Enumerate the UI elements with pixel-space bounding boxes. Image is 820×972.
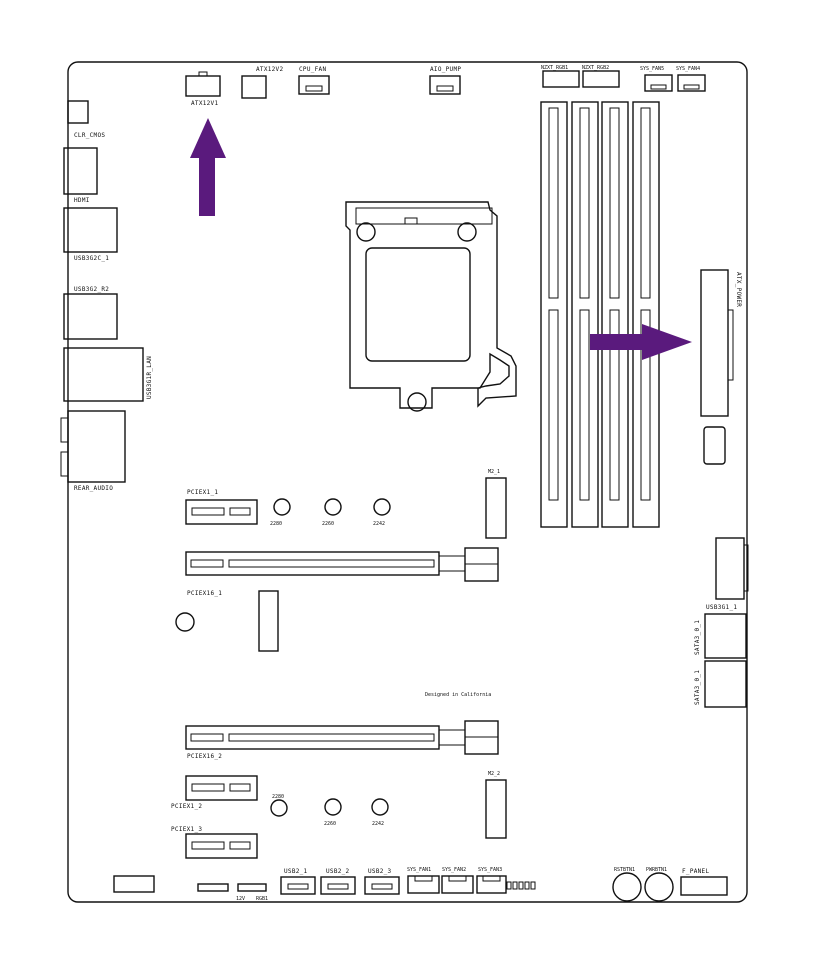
cpu-fan-header xyxy=(298,75,330,95)
pciex1-3-slot xyxy=(185,833,258,859)
rgb-12v-header xyxy=(197,883,229,892)
sys-fan3-header xyxy=(476,875,507,894)
m2-2260-b-label: 2260 xyxy=(324,821,336,827)
rgb-12v-label: 12V xyxy=(236,896,245,902)
rear-audio-jack xyxy=(60,410,126,483)
rstbtn1-label: RSTBTN1 xyxy=(614,867,635,873)
clr-cmos-button xyxy=(67,100,89,124)
m2-standoff-2280-a xyxy=(273,498,291,516)
nzxt-rgb1-label: NZXT_RGB1 xyxy=(541,65,568,71)
rgb1-header xyxy=(237,883,267,892)
usb3g1-1-header xyxy=(715,537,749,600)
power-button xyxy=(644,872,674,902)
m2-2260-a-label: 2260 xyxy=(322,521,334,527)
hdmi-label: HDMI xyxy=(74,197,90,204)
aio-pump-label: AIO_PUMP xyxy=(430,66,461,73)
m2-1-label: M2_1 xyxy=(488,469,500,475)
pciex1-2-label: PCIEX1_2 xyxy=(171,803,202,810)
up-arrow-icon xyxy=(190,118,226,216)
rear-audio-label: REAR_AUDIO xyxy=(74,485,113,492)
pciex16-1-slot xyxy=(185,547,499,582)
f-panel-header xyxy=(680,876,728,896)
pin-row xyxy=(506,881,536,890)
m2-standoff-2260-a xyxy=(324,498,342,516)
m2-2242-a-label: 2242 xyxy=(373,521,385,527)
usb2-2-header xyxy=(320,876,356,895)
m2-standoff-2280-b xyxy=(270,799,288,817)
usb2-2-label: USB2_2 xyxy=(326,868,350,875)
board-outline xyxy=(67,61,748,903)
designed-text: Designed in California xyxy=(425,692,491,698)
m2-2280-b-label: 2280 xyxy=(272,794,284,800)
usb3g2c-1-label: USB3G2C_1 xyxy=(74,255,109,262)
atx-power-connector xyxy=(700,269,734,417)
usb3g1-1-label: USB3G1_1 xyxy=(706,604,737,611)
usb2-1-header xyxy=(280,876,316,895)
sys-fan2-header xyxy=(441,875,474,894)
right-arrow-icon xyxy=(590,324,692,360)
m2-standoff-2242-b xyxy=(371,798,389,816)
sys-fan5-label: SYS_FAN5 xyxy=(640,66,664,72)
sata-lower xyxy=(704,660,747,708)
nzxt-rgb2-label: NZXT_RGB2 xyxy=(582,65,609,71)
usb3g2-r2-port xyxy=(63,293,118,340)
sys-fan2-label: SYS_FAN2 xyxy=(442,867,466,873)
pciex16-2-label: PCIEX16_2 xyxy=(187,753,222,760)
atx12v1-label: ATX12V1 xyxy=(191,100,218,107)
sata3-0-1b-label: SATA3_0_1 xyxy=(694,670,701,705)
pciex1-2-slot xyxy=(185,775,258,801)
nzxt-rgb2-header xyxy=(582,70,620,88)
pciex1-3-label: PCIEX1_3 xyxy=(171,826,202,833)
usb2-1-label: USB2_1 xyxy=(284,868,308,875)
mounting-hole xyxy=(175,612,195,632)
usb3g1r-lan-port xyxy=(63,347,144,402)
usb2-3-label: USB2_3 xyxy=(368,868,392,875)
cpu-fan-label: CPU_FAN xyxy=(299,66,326,73)
clr-cmos-label: CLR_CMOS xyxy=(74,132,105,139)
m2-1-slot xyxy=(485,477,507,539)
pwrbtn1-label: PWRBTN1 xyxy=(646,867,667,873)
aio-pump-header xyxy=(429,75,461,95)
m2-2-slot xyxy=(485,779,507,839)
f-panel-label: F_PANEL xyxy=(682,868,709,875)
sys-fan5-header xyxy=(644,74,673,92)
m2-2-label: M2_2 xyxy=(488,771,500,777)
usb3g1r-lan-label: USB3G1R_LAN xyxy=(146,356,153,399)
dimm-slots xyxy=(540,101,660,528)
sys-fan1-label: SYS_FAN1 xyxy=(407,867,431,873)
pciex16-1-label: PCIEX16_1 xyxy=(187,590,222,597)
m2-standoff-2242-a xyxy=(373,498,391,516)
atx12v2-label: ATX12V2 xyxy=(256,66,283,73)
rgb1-label: RGB1 xyxy=(256,896,268,902)
bottom-left-header xyxy=(113,875,155,893)
m2-2242-b-label: 2242 xyxy=(372,821,384,827)
usb2-3-header xyxy=(364,876,400,895)
usb3g2c-1-port xyxy=(63,207,118,253)
small-connector xyxy=(703,426,726,465)
pciex1-1-slot xyxy=(185,499,258,525)
sata3-0-1-label: SATA3_0_1 xyxy=(694,620,701,655)
usb3g2-r2-label: USB3G2_R2 xyxy=(74,286,109,293)
atx12v1-connector xyxy=(185,71,221,97)
sys-fan4-label: SYS_FAN4 xyxy=(676,66,700,72)
m2-2280-a-label: 2280 xyxy=(270,521,282,527)
reset-button xyxy=(612,872,642,902)
sys-fan1-header xyxy=(407,875,440,894)
hdmi-port xyxy=(63,147,98,195)
pciex16-2-slot xyxy=(185,720,499,755)
atx-power-label: ATX_POWER xyxy=(735,272,742,307)
pciex1-1-label: PCIEX1_1 xyxy=(187,489,218,496)
nzxt-rgb1-header xyxy=(542,70,580,88)
atx12v2-connector xyxy=(241,75,267,99)
pcie-bracket xyxy=(258,590,279,652)
sys-fan3-label: SYS_FAN3 xyxy=(478,867,502,873)
sata-upper xyxy=(704,613,747,659)
cpu-socket xyxy=(345,201,517,412)
sys-fan4-header xyxy=(677,74,706,92)
m2-standoff-2260-b xyxy=(324,798,342,816)
